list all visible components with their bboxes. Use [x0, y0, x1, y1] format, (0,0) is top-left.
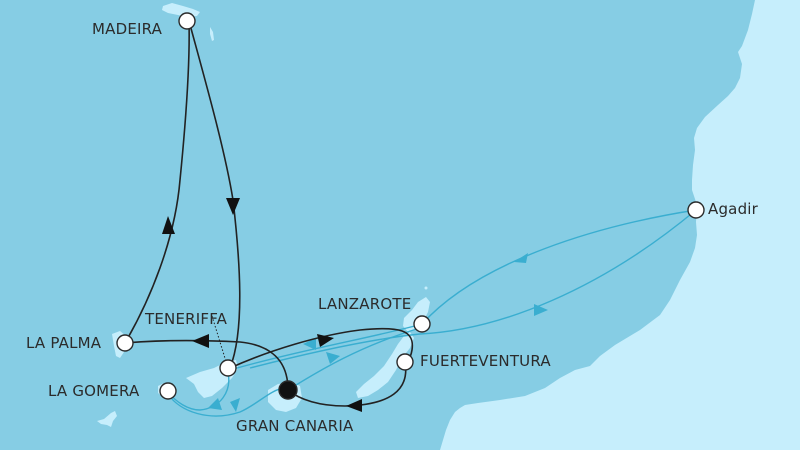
route-teneriffa-agadir-lower	[249, 209, 697, 369]
route-lapalma-madeira	[124, 20, 190, 344]
port-marker-madeira[interactable]	[178, 12, 196, 30]
arrow-icon	[346, 399, 362, 412]
port-label-fuerteventura: FUERTEVENTURA	[420, 352, 551, 370]
port-label-agadir: Agadir	[708, 200, 759, 218]
port-label-teneriffa: TENERIFFA	[145, 310, 228, 328]
arrow-icon	[192, 334, 209, 348]
islet-madeira	[210, 27, 214, 41]
port-label-gran-canaria: GRAN CANARIA	[236, 417, 354, 435]
island-el-hierro	[97, 411, 117, 427]
primary-arrows	[162, 198, 362, 412]
port-label-la-palma: LA PALMA	[26, 334, 102, 352]
port-marker-la-gomera[interactable]	[159, 382, 177, 400]
arrow-icon	[226, 198, 240, 215]
port-marker-teneriffa[interactable]	[219, 359, 237, 377]
arrow-icon	[534, 304, 548, 316]
port-label-la-gomera: LA GOMERA	[48, 382, 140, 400]
arrow-icon	[317, 334, 334, 347]
route-lanzarote-teneriffa	[229, 323, 423, 371]
port-marker-lanzarote[interactable]	[413, 315, 431, 333]
port-marker-fuerteventura[interactable]	[396, 353, 414, 371]
arrow-icon	[230, 398, 240, 412]
route-fuerteventura-grancanaria	[287, 361, 407, 407]
arrow-icon	[326, 352, 340, 364]
arrow-icon	[303, 338, 316, 350]
port-marker-agadir[interactable]	[687, 201, 705, 219]
port-markers	[116, 12, 705, 400]
island-lanzarote	[403, 297, 430, 332]
secondary-arrows	[208, 253, 548, 412]
islet-lanzarote	[424, 286, 428, 290]
port-label-madeira: MADEIRA	[92, 20, 163, 38]
route-teneriffa-lagomera	[167, 371, 230, 411]
route-lagomera-grancanaria	[167, 387, 285, 417]
secondary-routes	[167, 209, 697, 417]
island-fuerteventura	[356, 332, 414, 398]
port-label-lanzarote: LANZAROTE	[318, 295, 412, 313]
port-marker-gran-canaria[interactable]	[278, 380, 298, 400]
mainland-africa	[440, 0, 800, 450]
port-marker-la-palma[interactable]	[116, 334, 134, 352]
arrow-icon	[514, 253, 528, 263]
route-grancanaria-lapalma	[124, 339, 289, 391]
route-agadir-lanzarote	[421, 209, 697, 325]
arrow-icon	[208, 398, 222, 410]
arrow-icon	[162, 216, 175, 234]
route-grancanaria-lanzarote	[287, 327, 421, 391]
